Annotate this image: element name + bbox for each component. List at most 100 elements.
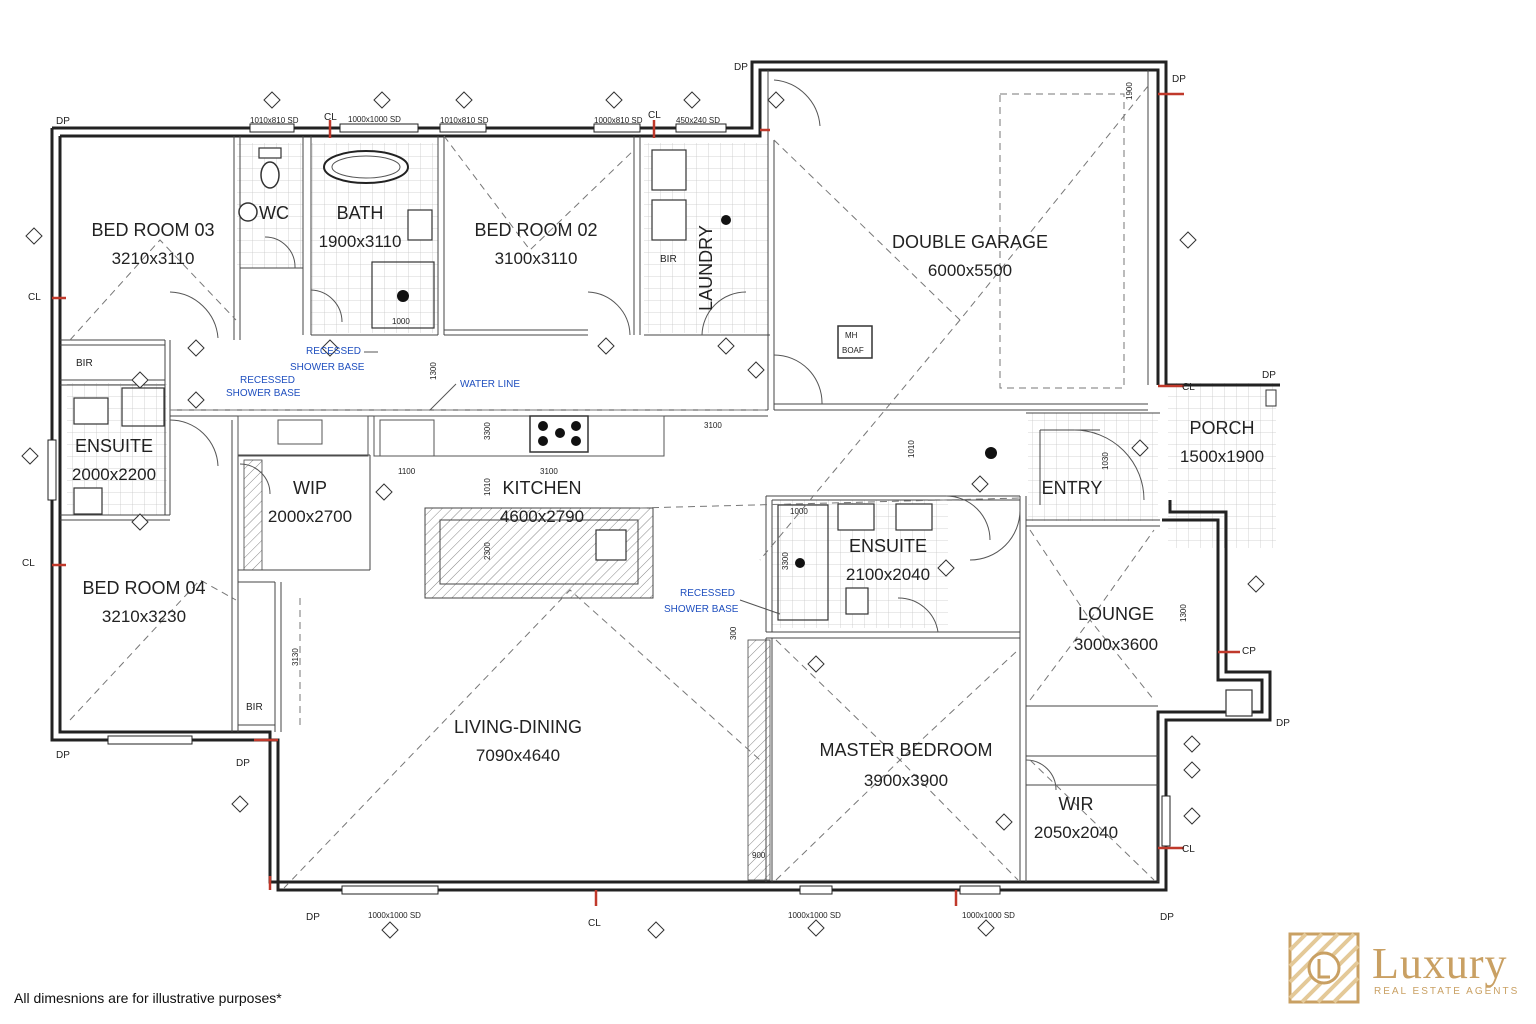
- recessed-label-2: RECESSED: [240, 375, 295, 386]
- window-label-3: 1010x810 SD: [440, 116, 489, 125]
- dim-3100: 3100: [704, 421, 722, 430]
- cl-label-5: CL: [1182, 382, 1195, 393]
- wc-basin: [238, 202, 258, 222]
- dim-1010: 1010: [483, 478, 492, 496]
- dp-label-5: DP: [56, 750, 70, 761]
- bir-label-3: BIR: [246, 702, 263, 713]
- ensuite1-shower: [121, 387, 165, 427]
- dim-1000b: 1000: [790, 507, 808, 516]
- dp-label-9: DP: [1276, 718, 1290, 729]
- dp-label-3: DP: [1172, 74, 1186, 85]
- bath-basin: [407, 209, 433, 241]
- living-dim: 7090x4640: [476, 746, 560, 765]
- wip-shelf: [243, 459, 263, 571]
- wc-toilet: [260, 161, 280, 189]
- bathtub: [323, 150, 409, 184]
- dim-2300: 2300: [483, 542, 492, 560]
- dim-1010b: 1010: [907, 440, 916, 458]
- manhole: [837, 325, 873, 359]
- lounge-name: LOUNGE: [1078, 604, 1154, 624]
- bath-dim: 1900x3110: [319, 232, 402, 251]
- dim-300: 300: [729, 626, 738, 640]
- laundry-name: LAUNDRY: [696, 225, 716, 311]
- island-top: [439, 519, 639, 585]
- bir-label-2: BIR: [660, 254, 677, 265]
- windows: [47, 123, 1171, 895]
- dim-3130: 3130: [291, 648, 300, 666]
- dp-label-7: DP: [306, 912, 320, 923]
- window-label-1: 1010x810 SD: [250, 116, 299, 125]
- shower-base-label-1: SHOWER BASE: [290, 362, 365, 373]
- wir-name: WIR: [1059, 794, 1094, 814]
- disclaimer: All dimesnions are for illustrative purp…: [14, 990, 282, 1006]
- ceiling-lines: [69, 85, 1155, 889]
- master-wall-hatch: [747, 639, 771, 881]
- ensuite2-dim: 2100x2040: [846, 565, 930, 584]
- cl-label-6: CL: [588, 918, 601, 929]
- dim-1000: 1000: [392, 317, 410, 326]
- cl-label-2: CL: [648, 110, 661, 121]
- brand-logo: Luxury REAL ESTATE AGENTS: [1288, 932, 1528, 1008]
- kitchen-benches: [237, 415, 665, 457]
- ensuite2-basin-2: [895, 503, 933, 531]
- window-label-7: 1000x1000 SD: [788, 911, 841, 920]
- window-label-6: 1000x1000 SD: [368, 911, 421, 920]
- wir-dim: 2050x2040: [1034, 823, 1118, 842]
- mh-label: MH: [845, 331, 858, 340]
- kitchen-name: KITCHEN: [502, 478, 581, 498]
- window-label-5: 450x240 SD: [676, 116, 720, 125]
- bir-label-1: BIR: [76, 358, 93, 369]
- dp-label-8: DP: [1160, 912, 1174, 923]
- brand-name: Luxury: [1372, 939, 1508, 988]
- ensuite1-basin: [73, 397, 109, 425]
- dp-label-1: DP: [734, 62, 748, 73]
- window-label-8: 1000x1000 SD: [962, 911, 1015, 920]
- bed2-dim: 3100x3110: [495, 249, 578, 268]
- dim-900b: 1900: [1125, 82, 1134, 100]
- door-swings: [169, 79, 1145, 791]
- cl-label-7: CL: [1182, 844, 1195, 855]
- recessed-label-1: RECESSED: [306, 346, 361, 357]
- ensuite1-dim: 2000x2200: [72, 465, 156, 484]
- dp-label-4: DP: [1262, 370, 1276, 381]
- garage-name: DOUBLE GARAGE: [892, 232, 1048, 252]
- recessed-label-3: RECESSED: [680, 588, 735, 599]
- porch-name: PORCH: [1189, 418, 1254, 438]
- bed2-name: BED ROOM 02: [474, 220, 597, 240]
- window-label-2: 1000x1000 SD: [348, 115, 401, 124]
- cl-label-4: CL: [22, 558, 35, 569]
- dim-1100: 1100: [398, 467, 416, 476]
- bed3-dim: 3210x3110: [112, 249, 195, 268]
- bed4-dim: 3210x3230: [102, 607, 186, 626]
- garage-dim: 6000x5500: [928, 261, 1012, 280]
- fixtures: [73, 147, 1277, 717]
- ensuite2-basin-1: [837, 503, 875, 531]
- water-line-label: WATER LINE: [460, 379, 520, 390]
- bed3-name: BED ROOM 03: [91, 220, 214, 240]
- window-label-4: 1000x810 SD: [594, 116, 643, 125]
- dim-3300: 3300: [483, 422, 492, 440]
- shower-base-label-2: SHOWER BASE: [226, 388, 301, 399]
- wc-name: WC: [259, 203, 289, 223]
- exterior-walls: [50, 60, 1280, 892]
- porch-dim: 1500x1900: [1180, 447, 1264, 466]
- master-dim: 3900x3900: [864, 771, 948, 790]
- cp-label: CP: [1242, 646, 1256, 657]
- boaf-label: BOAF: [842, 346, 864, 355]
- dim-1030: 1030: [1101, 452, 1110, 470]
- lounge-dim: 3000x3600: [1074, 635, 1158, 654]
- master-name: MASTER BEDROOM: [819, 740, 992, 760]
- cl-label-1: CL: [324, 112, 337, 123]
- dim-1300b: 1300: [1179, 604, 1188, 622]
- wip-dim: 2000x2700: [268, 507, 352, 526]
- shower-base-label-3: SHOWER BASE: [664, 604, 739, 615]
- bed4-name: BED ROOM 04: [82, 578, 205, 598]
- ensuite1-name: ENSUITE: [75, 436, 153, 456]
- dp-label-6: DP: [236, 758, 250, 769]
- cl-label-3: CL: [28, 292, 41, 303]
- ensuite2-name: ENSUITE: [849, 536, 927, 556]
- light-markers: [21, 91, 1265, 939]
- dim-1300: 1300: [429, 362, 438, 380]
- downpipe-markers: [52, 92, 1240, 906]
